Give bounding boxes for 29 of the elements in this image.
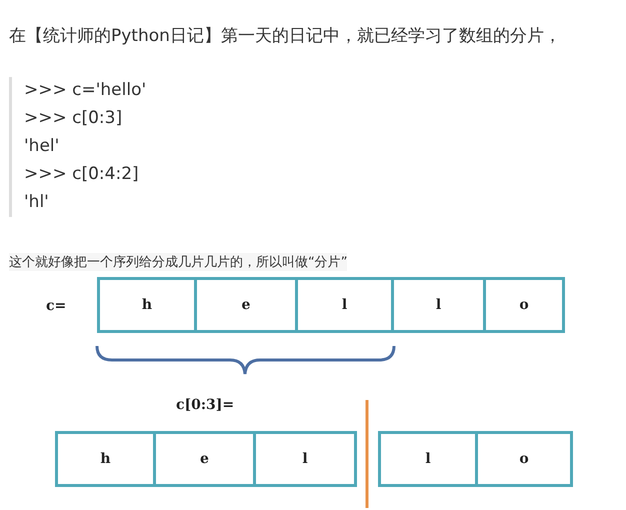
array-cell: [475, 431, 573, 487]
variable-label: c=: [46, 298, 66, 314]
paragraph-text: 在【统计师的Python日记】第一天的日记中，就已经学习了数组的分片，: [9, 25, 561, 47]
output-line: 'hl': [24, 192, 49, 212]
array-cell: [97, 277, 197, 333]
array-cell: [391, 277, 486, 333]
code-line: >>> c[0:4:2]: [24, 164, 139, 184]
cell-letter: l: [342, 297, 348, 313]
cell-letter: h: [100, 451, 111, 467]
cell-letter: l: [425, 451, 431, 467]
cell-letter: e: [242, 297, 250, 313]
cell-letter: o: [519, 451, 529, 467]
cell-letter: l: [436, 297, 442, 313]
code-line: >>> c='hello': [24, 80, 146, 100]
array-cell: [483, 277, 565, 333]
array-cell: [253, 431, 357, 487]
cell-letter: h: [142, 297, 152, 313]
array-cell: [55, 431, 156, 487]
array-cell: [295, 277, 394, 333]
paragraph-text: 这个就好像把一个序列给分成几片几片的，所以叫做“分片”: [9, 253, 348, 271]
code-line: >>> c[0:3]: [24, 108, 122, 128]
output-line: 'hel': [24, 136, 60, 156]
slice-label: c[0:3]=: [176, 397, 234, 413]
cell-letter: l: [302, 451, 308, 467]
array-cell: [194, 277, 298, 333]
array-cell: [378, 431, 478, 487]
cell-letter: o: [519, 297, 529, 313]
cell-letter: e: [200, 451, 209, 467]
array-cell: [153, 431, 256, 487]
